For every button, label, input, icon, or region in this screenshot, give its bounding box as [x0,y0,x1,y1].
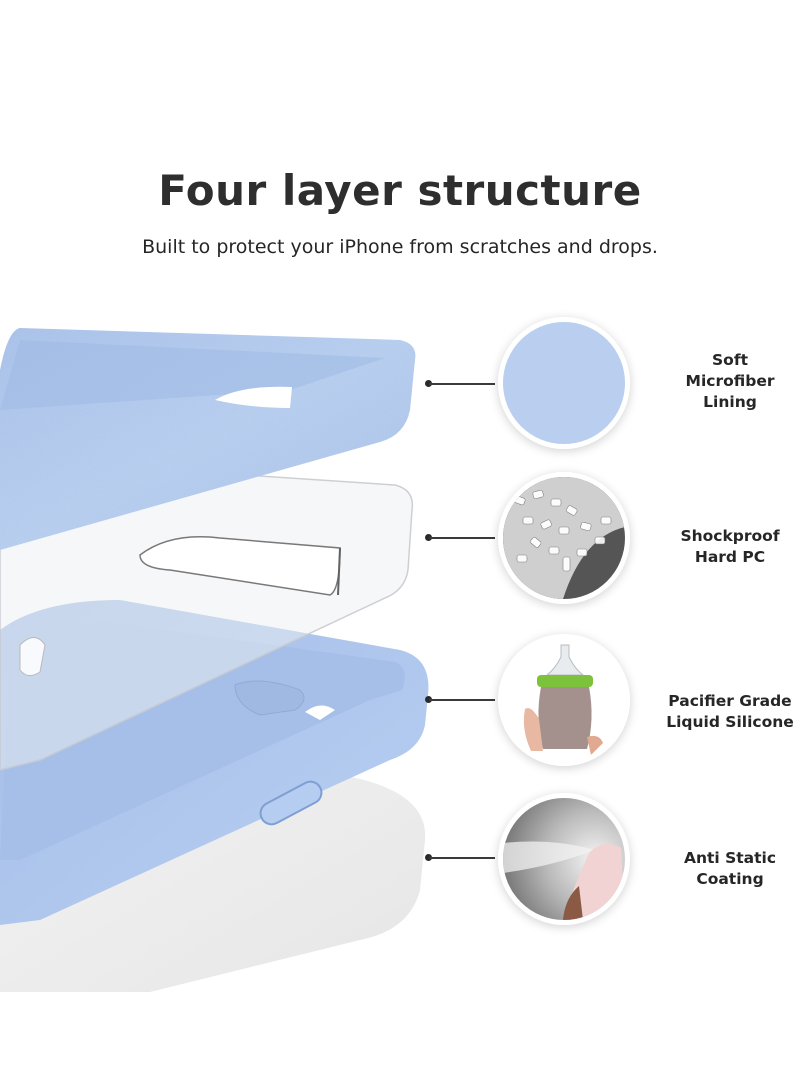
feature-label-microfiber: Soft Microfiber Lining [685,351,775,411]
connector-dot-icon [425,854,432,861]
page-subtitle: Built to protect your iPhone from scratc… [142,236,658,258]
connector-dot-icon [425,380,432,387]
connector-line-3 [425,696,495,704]
connector-dot-icon [425,534,432,541]
connector-line-1 [425,380,495,388]
spray-mist-image [498,793,630,925]
baby-bottle-image [498,634,630,766]
feature-label-hard-pc: Shockproof Hard PC [680,527,780,566]
connector-line-4 [425,854,495,862]
feature-label-anti-static: Anti Static Coating [683,849,777,888]
pc-pellets-image [498,472,630,604]
feature-label-liquid-silicone: Pacifier Grade Liquid Silicone [666,692,794,731]
connector-line-2 [425,534,495,542]
layer-hard-pc-clear [0,469,414,771]
exploded-case-illustration [0,300,440,1000]
layer-microfiber-blue [0,328,416,550]
page-title: Four layer structure [158,166,642,215]
microfiber-texture-image [498,317,630,449]
case-layers-graphic [0,328,429,992]
connector-dot-icon [425,696,432,703]
